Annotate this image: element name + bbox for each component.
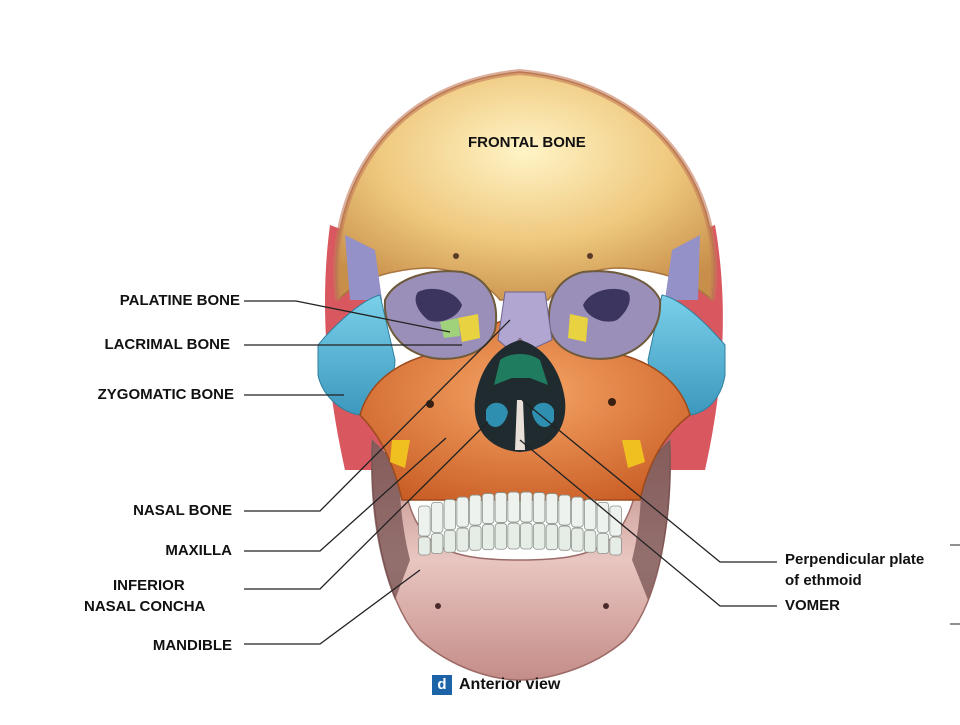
upper-tooth xyxy=(609,505,622,537)
label-inferior-nasal-concha-line1: INFERIOR xyxy=(113,577,185,594)
leader-perpendicular xyxy=(521,399,777,563)
lower-teeth xyxy=(418,522,622,556)
leader-mandible xyxy=(244,569,421,645)
label-frontal-bone: FRONTAL BONE xyxy=(468,134,586,151)
upper-tooth xyxy=(520,491,533,523)
vomer xyxy=(515,400,525,450)
lower-tooth xyxy=(571,527,584,552)
leader-vomer xyxy=(519,439,777,607)
lower-tooth xyxy=(596,533,610,554)
lower-tooth xyxy=(609,536,622,556)
palatine-left xyxy=(440,318,460,338)
frontal-bone xyxy=(335,71,716,302)
upper-tooth xyxy=(481,493,495,524)
nasal-bone xyxy=(497,291,553,351)
upper-tooth xyxy=(469,494,482,526)
mental-foramen-right xyxy=(603,603,609,609)
lacrimal-right xyxy=(568,314,588,342)
lower-tooth xyxy=(430,533,444,554)
infraorbital-foramen-right xyxy=(608,398,616,406)
mental-foramen-left xyxy=(435,603,441,609)
leader-maxilla xyxy=(244,437,447,552)
leader-lines xyxy=(244,300,777,645)
upper-tooth xyxy=(456,496,469,528)
cranium-rim xyxy=(333,68,718,301)
mandible xyxy=(371,438,671,681)
supraorbital-foramen-right xyxy=(587,253,593,259)
lower-tooth xyxy=(558,525,571,551)
lower-tooth xyxy=(520,522,533,550)
caption-badge: d xyxy=(432,675,452,695)
figure-caption: d Anterior view xyxy=(432,675,560,695)
label-inferior-nasal-concha-line2: NASAL CONCHA xyxy=(84,598,206,615)
label-mandible: MANDIBLE xyxy=(152,637,232,654)
upper-tooth xyxy=(443,499,457,530)
leader-palatine xyxy=(244,300,451,333)
upper-tooth xyxy=(571,496,584,528)
inferior-nasal-concha-left xyxy=(486,402,508,427)
lower-tooth xyxy=(418,536,431,556)
upper-tooth xyxy=(494,492,508,523)
upper-tooth xyxy=(558,494,571,526)
label-palatine-bone: PALATINE BONE xyxy=(119,292,240,309)
upper-teeth xyxy=(418,491,622,537)
sphenoid-left xyxy=(345,235,382,300)
lower-tooth xyxy=(494,523,508,550)
sphenoid-right xyxy=(665,235,700,300)
lacrimal-left xyxy=(458,314,480,342)
caption-text: Anterior view xyxy=(459,676,561,693)
temporal-yellow-left xyxy=(390,440,410,468)
lower-tooth xyxy=(583,530,597,553)
upper-tooth xyxy=(545,493,559,524)
upper-tooth xyxy=(418,505,431,537)
upper-tooth xyxy=(532,492,546,523)
leader-concha xyxy=(244,421,489,590)
label-lacrimal-bone: LACRIMAL BONE xyxy=(104,336,230,353)
lower-tooth xyxy=(545,524,559,551)
lower-tooth xyxy=(532,523,546,550)
upper-tooth xyxy=(507,491,520,523)
lower-tooth xyxy=(469,525,482,551)
label-vomer: VOMER xyxy=(785,597,841,614)
leader-nasal xyxy=(244,319,511,512)
lower-tooth xyxy=(507,522,520,550)
label-perpendicular-plate-line2: of ethmoid xyxy=(785,572,862,589)
label-nasal-bone: NASAL BONE xyxy=(133,502,232,519)
label-zygomatic-bone: ZYGOMATIC BONE xyxy=(97,386,234,403)
orbit-right-fissure xyxy=(583,288,630,322)
label-perpendicular-plate-line1: Perpendicular plate xyxy=(785,551,925,568)
lower-tooth xyxy=(456,527,469,552)
upper-tooth xyxy=(583,499,597,530)
ethmoid-conchae xyxy=(494,354,548,385)
lower-tooth xyxy=(481,524,495,551)
orbit-left-fissure xyxy=(415,288,462,322)
upper-tooth xyxy=(430,502,444,533)
temporal-yellow-right xyxy=(622,440,645,468)
supraorbital-foramen-left xyxy=(453,253,459,259)
lower-tooth xyxy=(443,530,457,553)
label-maxilla: MAXILLA xyxy=(165,542,232,559)
upper-tooth xyxy=(596,502,610,533)
